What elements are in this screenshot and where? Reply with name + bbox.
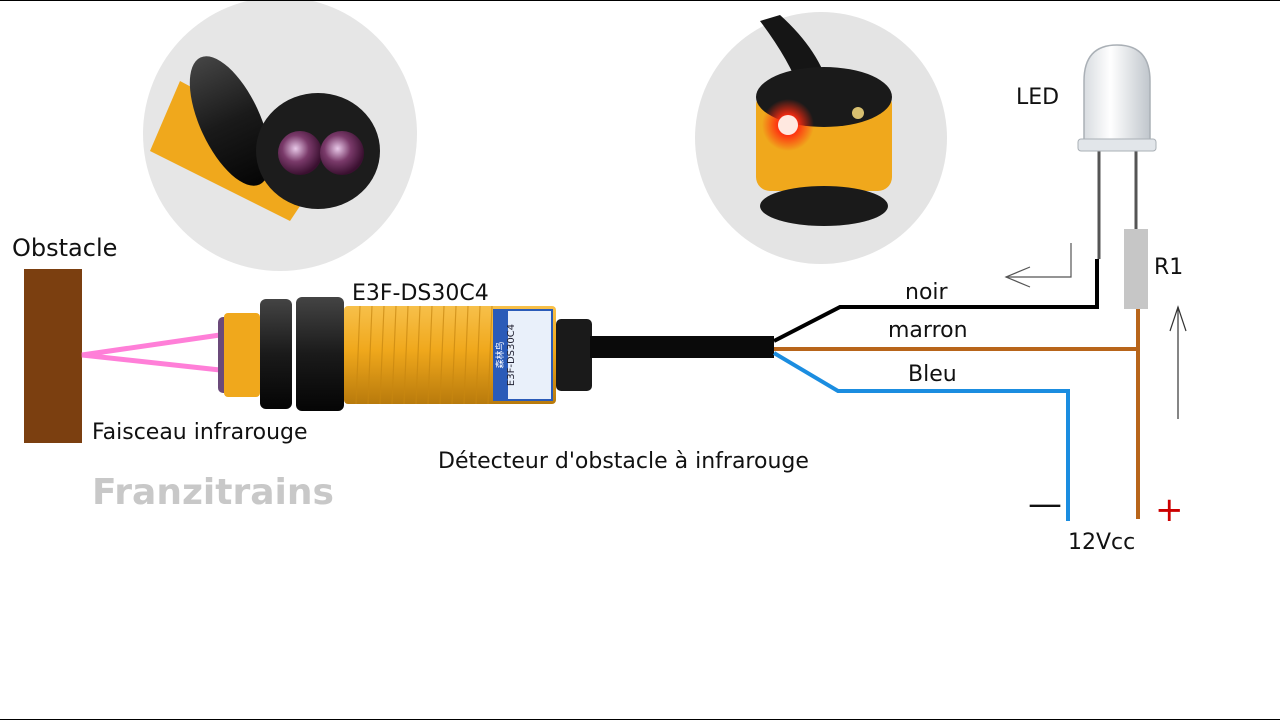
sensor-print-brand: 森林鸟: [496, 341, 506, 369]
sensor-nut-front: [260, 299, 292, 409]
led-leads: [1097, 151, 1138, 259]
resistor-r1: [1124, 229, 1148, 309]
detector-caption: Détecteur d'obstacle à infrarouge: [438, 449, 809, 474]
ir-sensor: [218, 297, 592, 411]
wire-blue: [772, 351, 1070, 521]
current-arrow-up: [1169, 305, 1187, 419]
sensor-print-model: E3F-DS30C4: [506, 323, 517, 387]
photo-sensor-lenses: [143, 1, 417, 271]
wire-brown-label: marron: [888, 318, 968, 343]
led-bulb: [1077, 44, 1157, 152]
beam-label: Faisceau infrarouge: [92, 420, 308, 445]
model-label: E3F-DS30C4: [352, 281, 489, 306]
obstacle-block: [24, 269, 82, 443]
sensor-nut-rear: [296, 297, 344, 411]
plus-sign: +: [1155, 490, 1184, 530]
watermark: Franzitrains: [92, 472, 334, 513]
infrared-beam: [81, 332, 221, 373]
minus-sign: —: [1028, 484, 1062, 524]
obstacle-label: Obstacle: [12, 234, 118, 262]
sensor-rear-cap: [556, 319, 592, 391]
led-label: LED: [1016, 85, 1060, 110]
wire-black: [773, 259, 1099, 343]
photo-sensor-rear-led: [695, 12, 947, 264]
current-arrow-left: [1004, 243, 1072, 288]
resistor-label: R1: [1154, 255, 1184, 280]
sensor-cable: [590, 336, 774, 358]
wire-black-label: noir: [905, 280, 948, 305]
wire-blue-label: Bleu: [908, 362, 957, 387]
supply-label: 12Vcc: [1068, 530, 1136, 555]
